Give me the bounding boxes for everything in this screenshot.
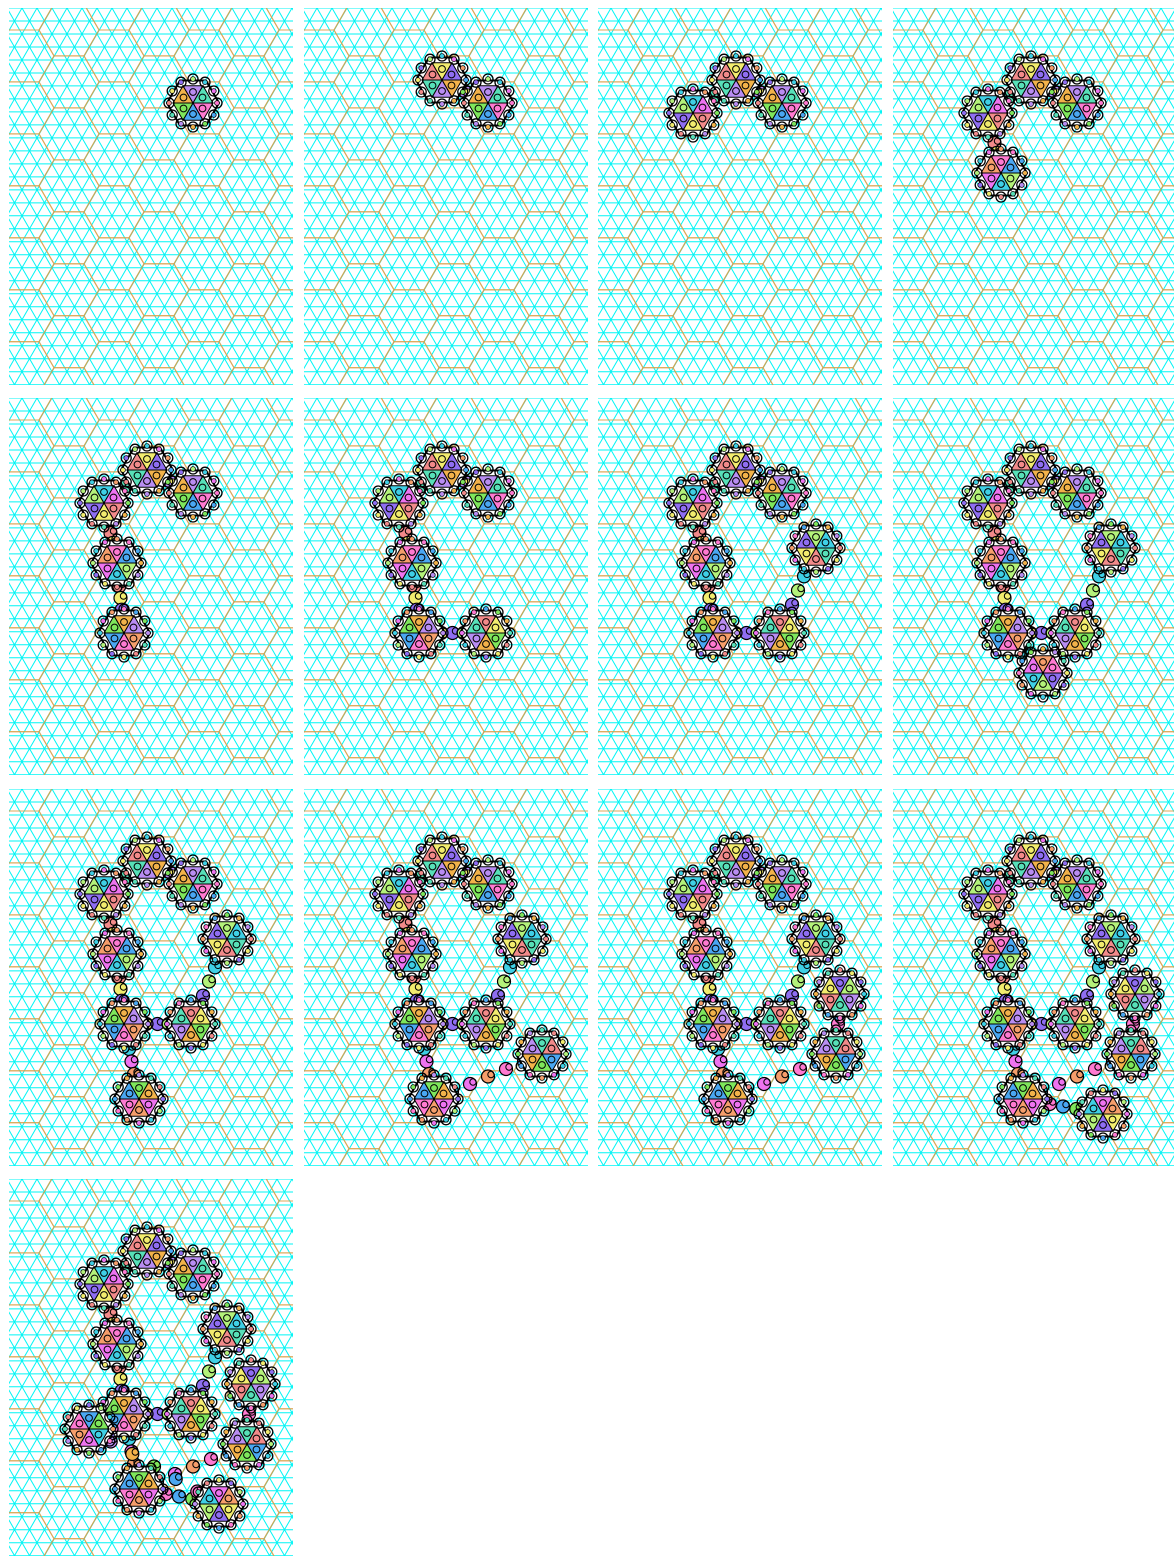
hex-unit <box>459 74 517 132</box>
assembly-diagram <box>9 1179 293 1556</box>
panel-step-11 <box>598 789 882 1166</box>
hex-unit <box>383 925 441 983</box>
hex-unit <box>88 925 146 983</box>
assembled-structure <box>664 51 811 142</box>
hex-unit <box>88 1315 146 1373</box>
panel-step-8 <box>893 398 1174 775</box>
panel-step-5 <box>9 398 293 775</box>
hex-unit <box>972 144 1030 202</box>
panel-step-6 <box>304 398 588 775</box>
assembly-diagram <box>893 789 1174 1166</box>
assembly-diagram <box>9 789 293 1166</box>
hex-unit <box>1048 855 1106 913</box>
panel-step-10 <box>304 789 588 1166</box>
panel-step-4 <box>893 8 1174 385</box>
hex-unit <box>753 855 811 913</box>
assembled-structure <box>664 441 845 662</box>
assembly-diagram <box>598 8 882 385</box>
panel-step-9 <box>9 789 293 1166</box>
hex-unit <box>972 534 1030 592</box>
hex-unit <box>164 1245 222 1303</box>
assembly-diagram <box>598 398 882 775</box>
hex-unit <box>459 464 517 522</box>
hex-unit <box>1074 1085 1132 1143</box>
assembled-structure <box>370 832 571 1128</box>
assembly-diagram <box>304 398 588 775</box>
panel-step-1 <box>9 8 293 385</box>
panel-step-2 <box>304 8 588 385</box>
hex-unit <box>459 855 517 913</box>
background-grid <box>9 8 293 385</box>
hex-unit <box>1048 464 1106 522</box>
hex-unit <box>383 534 441 592</box>
assembly-diagram <box>304 789 588 1166</box>
fine-triangular-grid <box>9 8 293 385</box>
panel-step-12 <box>893 789 1174 1166</box>
assembly-diagram <box>598 789 882 1166</box>
hex-unit <box>1048 74 1106 132</box>
assembly-diagram <box>9 398 293 775</box>
assembly-diagram <box>893 398 1174 775</box>
hex-unit <box>753 464 811 522</box>
hex-unit <box>677 534 735 592</box>
panel-step-3 <box>598 8 882 385</box>
assembly-diagram <box>893 8 1174 385</box>
hex-unit <box>677 925 735 983</box>
panel-step-13 <box>9 1179 293 1556</box>
hex-unit <box>972 925 1030 983</box>
hex-unit <box>164 464 222 522</box>
assembly-diagram <box>9 8 293 385</box>
hex-unit <box>88 534 146 592</box>
hex-unit <box>190 1475 248 1533</box>
assembly-diagram <box>304 8 588 385</box>
hex-unit <box>164 74 222 132</box>
panel-step-7 <box>598 398 882 775</box>
hex-unit <box>164 855 222 913</box>
assembled-structure <box>413 51 517 132</box>
assembled-structure <box>370 441 517 662</box>
hex-unit <box>753 74 811 132</box>
assembled-structure <box>164 74 222 132</box>
